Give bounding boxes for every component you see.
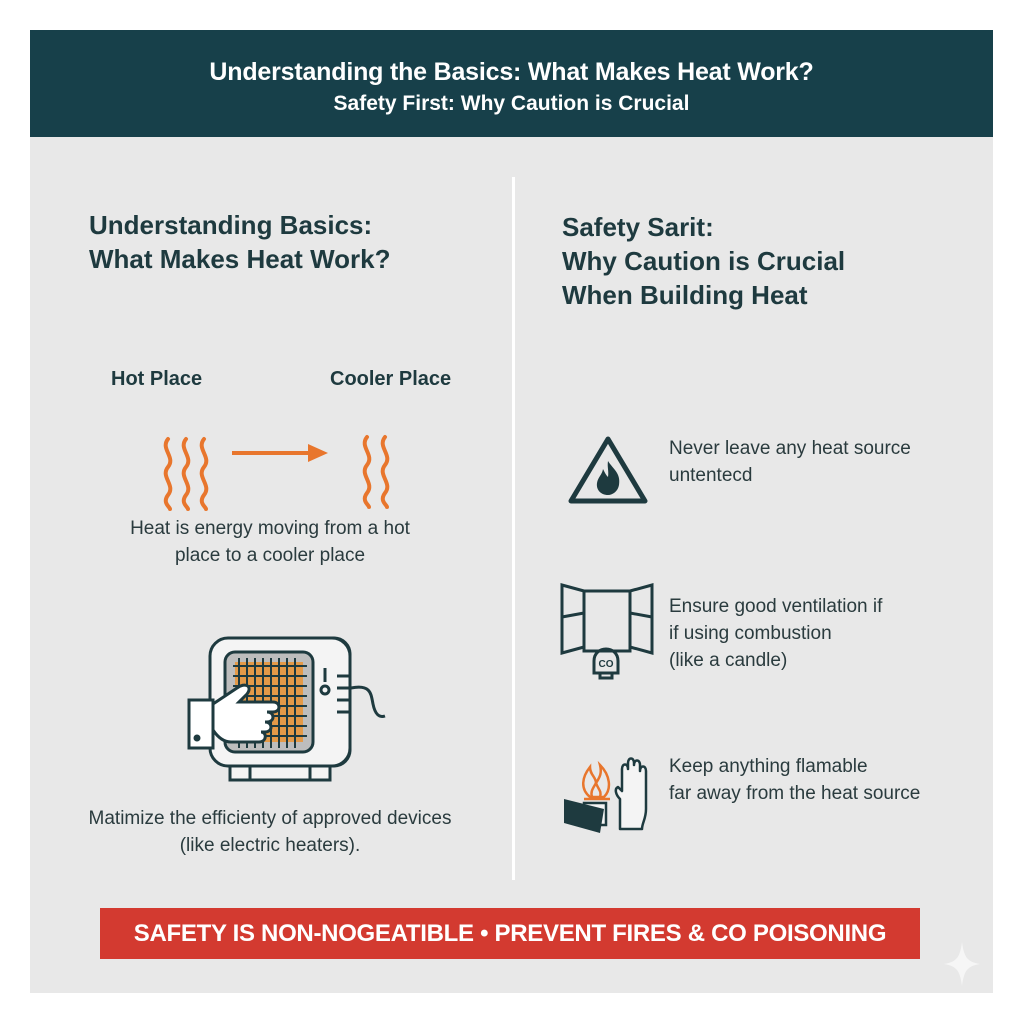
right-heading-line2: Why Caution is Crucial (562, 246, 846, 276)
tip-ventilation: Ensure good ventilation if if using comb… (669, 593, 882, 674)
window-co-detector-icon: CO (560, 583, 654, 680)
tip-flammable-line1: Keep anything flamable (669, 756, 868, 777)
header-bar: Understanding the Basics: What Makes Hea… (30, 30, 993, 137)
infographic-card: Understanding the Basics: What Makes Hea… (30, 30, 993, 993)
fire-warning-icon (568, 436, 648, 504)
page-subtitle: Safety First: Why Caution is Crucial (333, 92, 690, 115)
tip-ventilation-line2: if using combustion (669, 623, 832, 644)
heat-definition: Heat is energy moving from a hot place t… (70, 515, 470, 569)
arrow-right-icon (232, 444, 328, 462)
safety-banner: SAFETY IS NON-NOGEATIBLE • PREVENT FIRES… (100, 908, 920, 959)
tip-unattended: Never leave any heat source untentecd (669, 435, 911, 489)
tip-flammable-line2: far away from the heat source (669, 783, 921, 804)
efficiency-note: Matimize the efficienty of approved devi… (50, 805, 490, 859)
heat-waves-icon (163, 437, 209, 511)
left-heading-line1: Understanding Basics: (89, 210, 373, 240)
hot-place-label: Hot Place (111, 368, 203, 390)
efficiency-note-line2: (like electric heaters). (179, 835, 361, 856)
hand-icon (187, 683, 281, 750)
tip-flammable: Keep anything flamable far away from the… (669, 753, 920, 807)
space-heater-icon (187, 636, 386, 782)
tip-unattended-line2: untentecd (669, 465, 753, 486)
right-heading-line1: Safety Sarit: (562, 212, 714, 242)
heat-definition-line2: place to a cooler place (174, 545, 366, 566)
svg-text:CO: CO (599, 659, 614, 670)
flame-stop-hand-icon (564, 757, 648, 833)
efficiency-note-line1: Matimize the efficienty of approved devi… (88, 808, 452, 829)
heat-definition-line1: Heat is energy moving from a hot (130, 518, 410, 539)
cooler-place-label: Cooler Place (330, 368, 452, 390)
heat-waves-icon (362, 435, 390, 509)
sparkle-icon (944, 942, 980, 986)
tip-ventilation-line3: (like a candle) (669, 650, 788, 671)
page-title: Understanding the Basics: What Makes Hea… (209, 58, 814, 86)
column-divider (512, 177, 515, 880)
right-heading-line3: When Building Heat (562, 280, 808, 310)
left-heading-line2: What Makes Heat Work? (89, 244, 391, 274)
left-heading: Understanding Basics: What Makes Heat Wo… (89, 208, 390, 276)
tip-unattended-line1: Never leave any heat source (669, 438, 911, 459)
tip-ventilation-line1: Ensure good ventilation if (669, 596, 883, 617)
right-heading: Safety Sarit: Why Caution is Crucial Whe… (562, 210, 845, 312)
